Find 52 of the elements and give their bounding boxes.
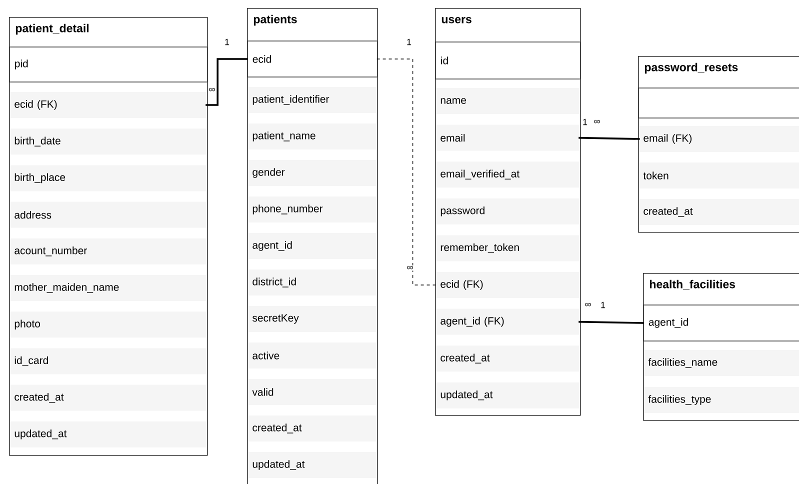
key-row: id (435, 42, 581, 80)
field-row: address (10, 202, 206, 228)
multiplicity-label: 1 (600, 301, 606, 309)
multiplicity-label: ∞ (584, 302, 592, 308)
field-row: created_at (248, 416, 376, 442)
field-row: created_at (10, 384, 206, 411)
field-row: birth_date (10, 128, 206, 155)
field-row: secretKey (248, 306, 376, 332)
field-row: patient_identifier (248, 87, 376, 113)
field-row: agent_id (248, 233, 376, 259)
relationship-line (206, 58, 248, 106)
field-row: facilities_name (644, 350, 799, 376)
field-row: valid (248, 379, 376, 405)
field-row: remember_token (436, 235, 580, 262)
key-row: ecid (247, 40, 378, 78)
field-row: ecid (FK) (436, 272, 580, 298)
multiplicity-label: ∞ (593, 119, 601, 125)
field-row: created_at (436, 346, 580, 372)
multiplicity-label: 1 (224, 38, 230, 46)
field-row: email (436, 124, 580, 151)
multiplicity-label: ∞ (406, 265, 414, 271)
relationship-line (376, 58, 438, 286)
relationship-line (578, 320, 644, 324)
field-row: email (FK) (639, 126, 799, 152)
field-row: birth_place (10, 165, 206, 192)
field-row: mother_maiden_name (10, 275, 206, 301)
empty-key-row (638, 88, 799, 118)
multiplicity-label: ∞ (208, 87, 216, 93)
multiplicity-label: 1 (406, 38, 412, 46)
field-row: photo (10, 312, 206, 338)
field-row: updated_at (436, 382, 580, 408)
field-row: acount_number (10, 238, 206, 264)
field-row: id_card (10, 348, 206, 374)
relationship-line (578, 136, 640, 140)
field-row: agent_id (FK) (436, 308, 580, 335)
field-row: updated_at (10, 421, 206, 448)
field-row: created_at (639, 199, 799, 225)
field-row: token (639, 162, 799, 188)
key-row: pid (9, 46, 208, 82)
multiplicity-label: 1 (582, 118, 588, 126)
field-row: phone_number (248, 196, 376, 222)
field-row: email_verified_at (436, 162, 580, 188)
field-row: updated_at (248, 452, 376, 478)
field-row: district_id (248, 270, 376, 296)
key-row: agent_id (643, 304, 799, 342)
field-row: facilities_type (644, 387, 799, 413)
field-row: patient_name (248, 124, 376, 150)
field-row: active (248, 342, 376, 368)
field-row: password (436, 198, 580, 224)
field-row: name (436, 88, 580, 114)
field-row: ecid (FK) (10, 92, 206, 118)
field-row: gender (248, 160, 376, 186)
